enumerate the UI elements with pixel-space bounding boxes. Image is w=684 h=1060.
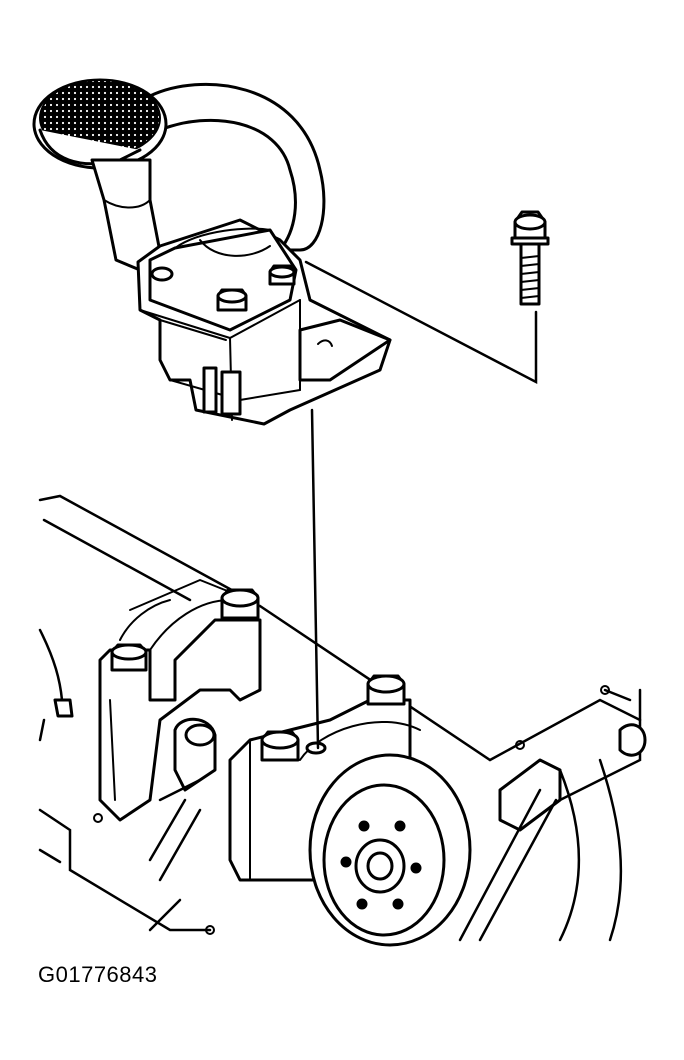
cap-bolt-icon [110, 588, 260, 672]
alignment-leader-lines [304, 260, 538, 750]
pickup-screen-icon [32, 78, 168, 170]
flange-bolt-icon [150, 264, 296, 312]
figure-code-label: G01776843 [38, 962, 158, 987]
cap-bolt-icon [260, 674, 406, 762]
crankshaft-hub-icon [308, 753, 472, 947]
bolt-icon [510, 210, 550, 306]
engine-block-crankshaft-icon [38, 494, 647, 947]
oil-pump-assembly-icon [32, 78, 392, 426]
exploded-view-diagram [32, 78, 647, 947]
